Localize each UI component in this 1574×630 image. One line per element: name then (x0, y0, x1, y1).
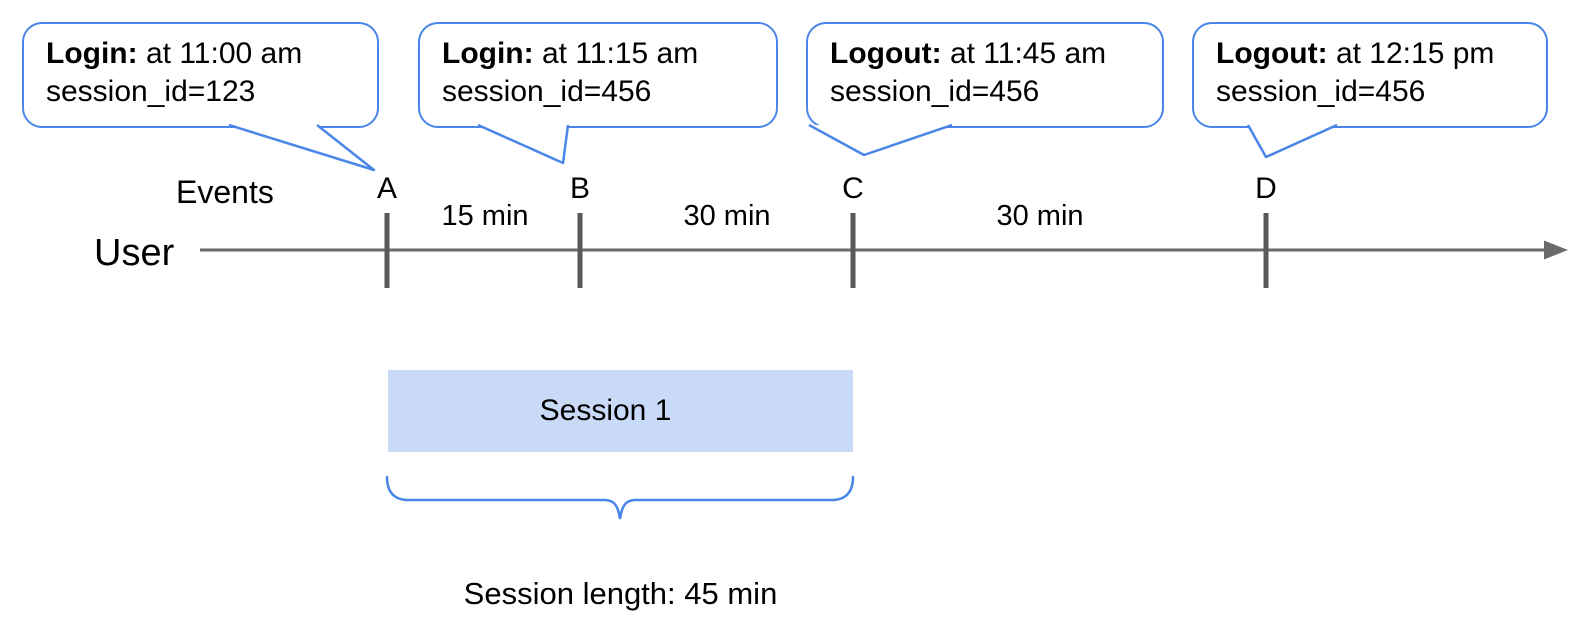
marker-d: D (1255, 172, 1277, 205)
callout-event-c: Logout: at 11:45 am session_id=456 (806, 22, 1164, 128)
callout-event-time: at 11:00 am (145, 37, 303, 70)
session-length-label: Session length: 45 min (463, 576, 778, 611)
callout-event-type: Login: (442, 37, 534, 70)
events-label: Events (176, 174, 274, 210)
interval-c-d: 30 min (996, 200, 1084, 232)
callout-event-a: Login: at 11:00 am session_id=123 (22, 22, 379, 128)
callout-session-id: session_id=123 (46, 75, 256, 108)
marker-a: A (376, 172, 398, 205)
interval-b-c: 30 min (683, 200, 771, 232)
user-row-label: User (94, 232, 175, 274)
session-1-box: Session 1 (388, 370, 853, 452)
callout-session-id: session_id=456 (830, 75, 1040, 108)
callout-event-b: Login: at 11:15 am session_id=456 (418, 22, 778, 128)
interval-a-b: 15 min (441, 200, 529, 232)
callout-event-time: at 11:45 am (949, 37, 1107, 70)
callout-event-time: at 12:15 pm (1335, 37, 1495, 70)
callout-event-line: Logout: at 11:45 am (830, 35, 1144, 73)
marker-b: B (569, 172, 591, 205)
callout-event-type: Login: (46, 37, 138, 70)
callout-event-line: Logout: at 12:15 pm (1216, 35, 1528, 73)
session-1-label: Session 1 (539, 394, 672, 427)
callout-event-line: Login: at 11:15 am (442, 35, 758, 73)
callout-event-type: Logout: (830, 37, 942, 70)
marker-c: C (842, 172, 864, 205)
callout-event-time: at 11:15 am (541, 37, 699, 70)
callout-session-id: session_id=456 (1216, 75, 1426, 108)
callout-session-id: session_id=456 (442, 75, 652, 108)
callout-event-type: Logout: (1216, 37, 1328, 70)
callout-event-d: Logout: at 12:15 pm session_id=456 (1192, 22, 1548, 128)
callout-event-line: Login: at 11:00 am (46, 35, 359, 73)
